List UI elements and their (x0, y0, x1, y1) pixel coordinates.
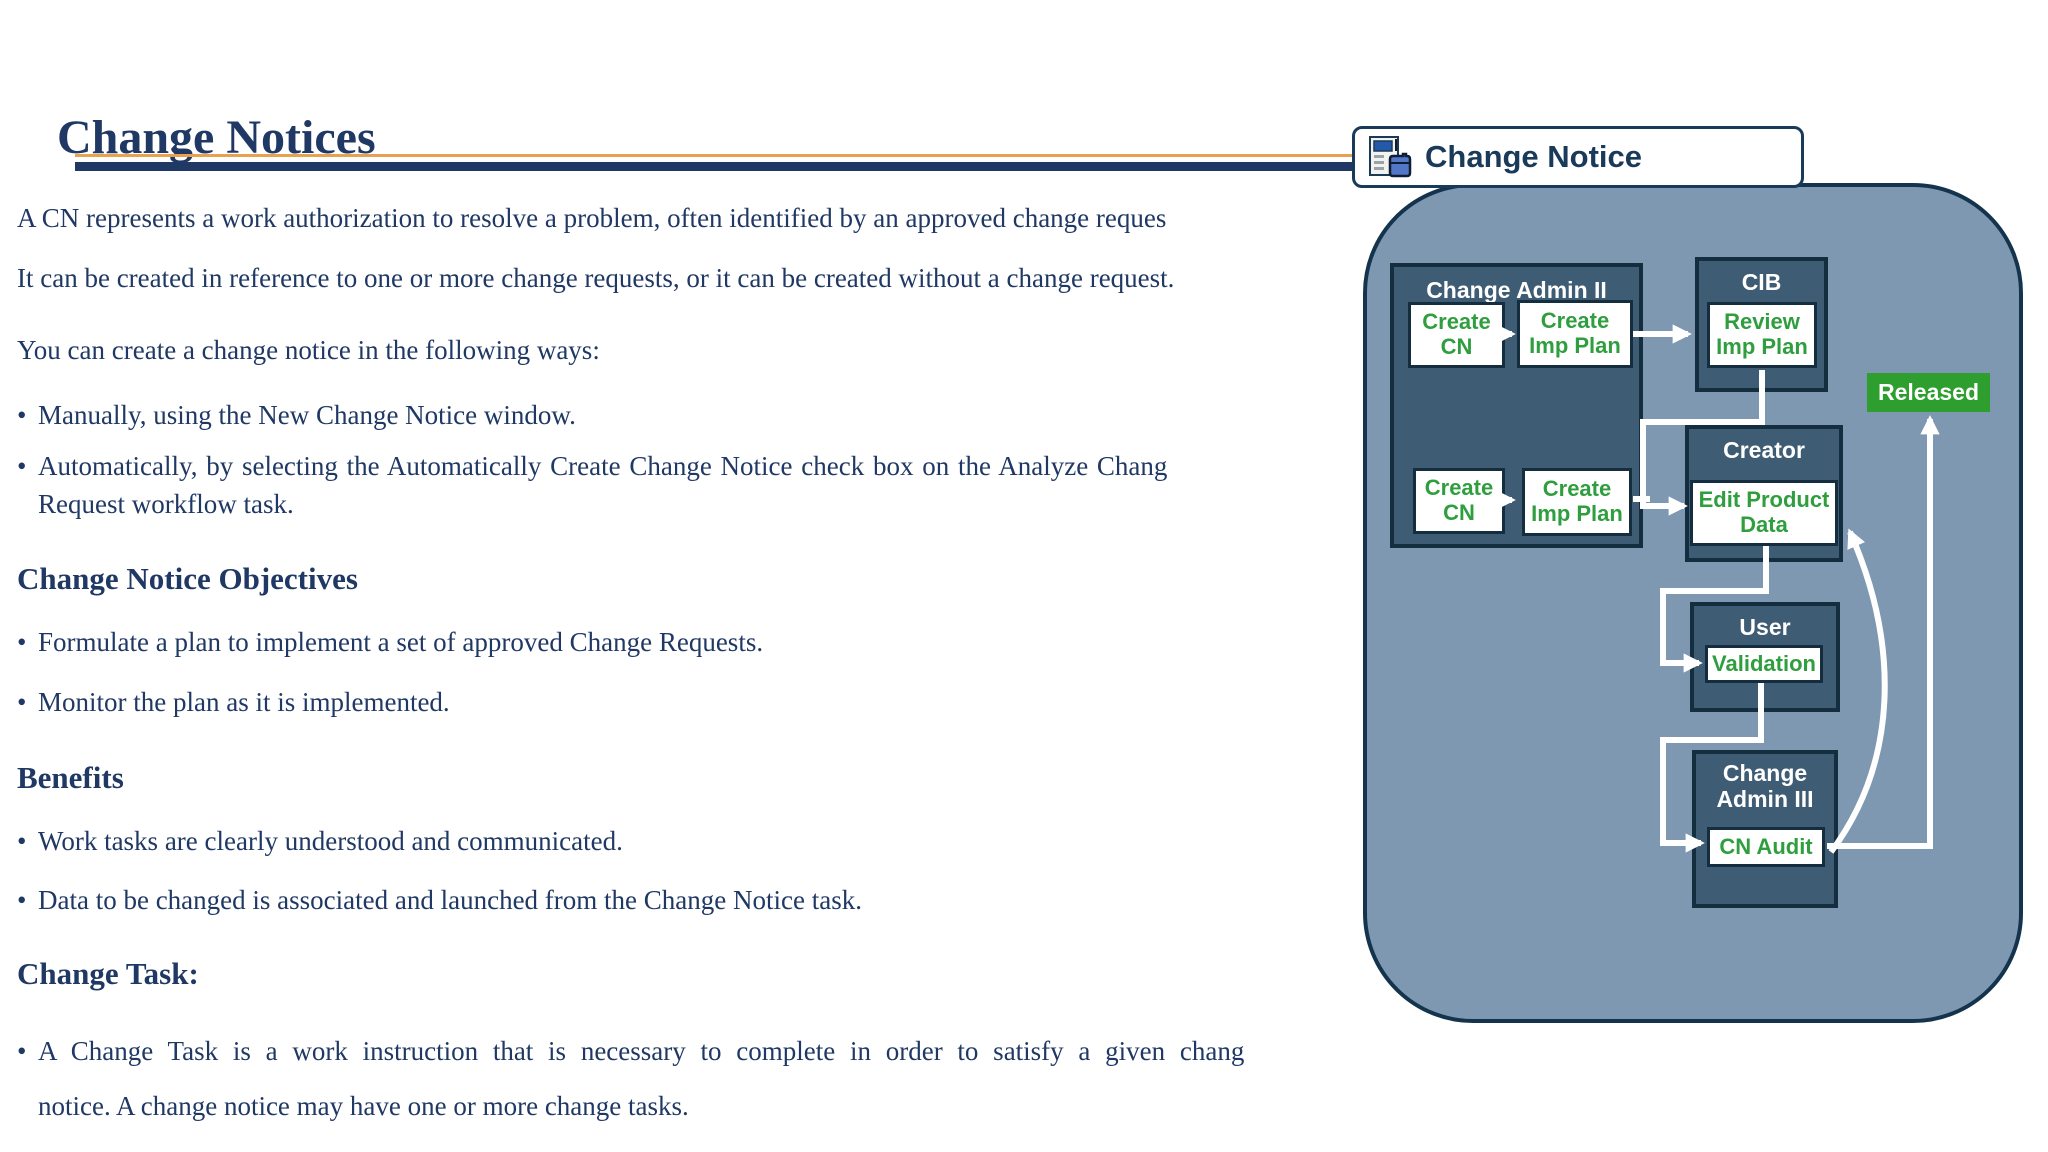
bullet-dot: • (17, 826, 27, 856)
task-create-imp-plan-top: Create Imp Plan (1517, 300, 1633, 368)
change-notice-icon (1367, 134, 1413, 180)
box-change-admin-3-title-line: Change (1722, 760, 1808, 786)
bullet-dot: • (17, 1036, 27, 1066)
box-cib-title: CIB (1741, 269, 1782, 295)
bullet-change-task-line1: • A Change Task is a work instruction tha… (17, 1036, 1244, 1067)
task-line: Create (1422, 309, 1491, 335)
objective1-text: Formulate a plan to implement a set of a… (38, 627, 764, 657)
task-line: Imp Plan (1531, 501, 1623, 526)
bullet-dot: • (17, 400, 27, 430)
task-line: Validation (1712, 650, 1816, 676)
task-validation: Validation (1705, 645, 1823, 683)
task-line: Imp Plan (1529, 333, 1621, 358)
bullet-automatic-line2: Request workflow task. (38, 489, 294, 519)
bullet-dot: • (17, 627, 27, 657)
body-text-column: A CN represents a work authorization to … (17, 0, 1353, 1152)
task-line: Create (1424, 475, 1494, 501)
task-line: CN Audit (1719, 833, 1813, 859)
bullet-automatic-text1: Automatically, by selecting the Automati… (38, 451, 1168, 481)
task-review-imp-plan: Review Imp Plan (1707, 302, 1817, 368)
task-line: CN (1440, 334, 1473, 359)
heading-objectives: Change Notice Objectives (17, 561, 358, 596)
bullet-objective-1: • Formulate a plan to implement a set of … (17, 627, 763, 658)
task-line: Review (1724, 309, 1800, 335)
released-badge: Released (1867, 373, 1990, 412)
paragraph-cn-creation: It can be created in reference to one or… (17, 263, 1175, 293)
task-line: Edit Product (1698, 487, 1830, 513)
task-line: Imp Plan (1716, 334, 1808, 359)
bullet-automatic-line1: • Automatically, by selecting the Automat… (17, 451, 1167, 482)
task-line: Create (1542, 476, 1612, 502)
change-task-text1: A Change Task is a work instruction that… (38, 1036, 1245, 1066)
change-notice-tab: Change Notice (1352, 126, 1804, 188)
task-line: Create (1540, 308, 1610, 334)
benefit1-text: Work tasks are clearly understood and co… (38, 826, 623, 856)
bullet-dot: • (17, 451, 27, 481)
divider-orange (75, 154, 1352, 157)
task-cn-audit: CN Audit (1707, 827, 1825, 867)
bullet-manual: • Manually, using the New Change Notice w… (17, 400, 576, 431)
heading-change-task: Change Task: (17, 956, 199, 991)
task-create-cn-top: Create CN (1408, 302, 1505, 368)
heading-benefits: Benefits (17, 760, 124, 795)
paragraph-create-ways: You can create a change notice in the fo… (17, 335, 600, 365)
box-user-title: User (1739, 614, 1791, 640)
paragraph-cn-definition: A CN represents a work authorization to … (17, 203, 1167, 233)
divider-navy (75, 162, 1352, 171)
bullet-benefit-1: • Work tasks are clearly understood and c… (17, 826, 623, 857)
task-line: Data (1740, 512, 1788, 537)
box-creator-title: Creator (1723, 437, 1805, 463)
bullet-dot: • (17, 885, 27, 915)
bullet-benefit-2: • Data to be changed is associated and la… (17, 885, 862, 916)
objective2-text: Monitor the plan as it is implemented. (38, 687, 450, 717)
task-create-imp-plan-bottom: Create Imp Plan (1522, 468, 1632, 536)
bullet-objective-2: • Monitor the plan as it is implemented. (17, 687, 450, 718)
task-line: CN (1443, 500, 1475, 525)
box-change-admin-3-title-line: Admin III (1716, 786, 1814, 813)
change-notice-tab-label: Change Notice (1425, 139, 1643, 174)
task-create-cn-bottom: Create CN (1413, 468, 1505, 534)
bullet-change-task-line2: notice. A change notice may have one or … (38, 1091, 689, 1121)
benefit2-text: Data to be changed is associated and lau… (38, 885, 862, 915)
bullet-manual-text: Manually, using the New Change Notice wi… (38, 400, 576, 430)
bullet-dot: • (17, 687, 27, 717)
task-edit-product-data: Edit Product Data (1690, 480, 1838, 546)
